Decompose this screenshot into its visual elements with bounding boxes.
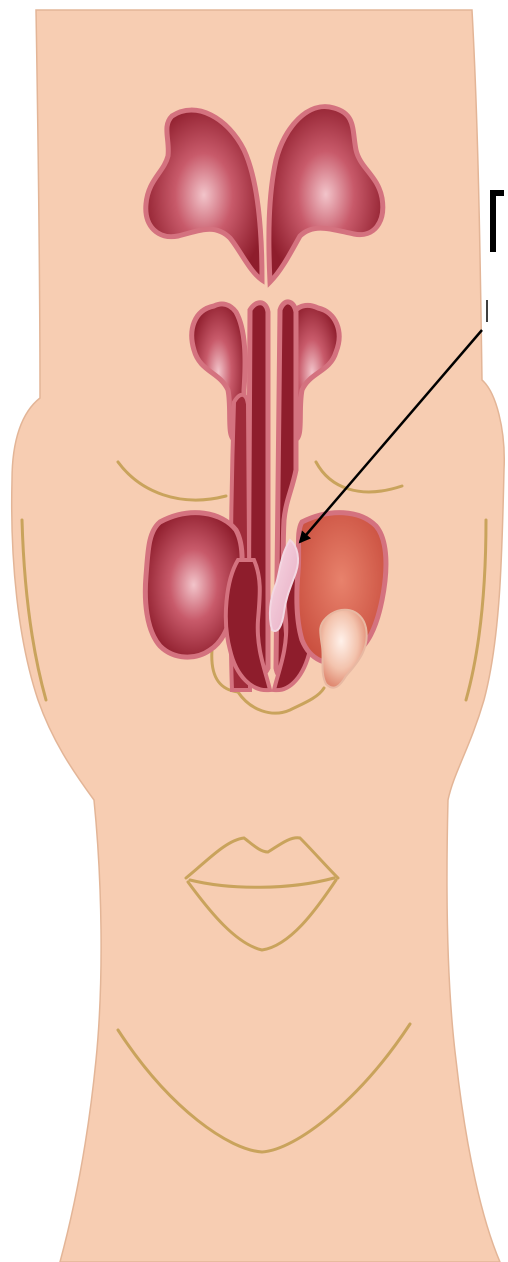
sinus-anatomy-illustration: [0, 0, 508, 1262]
figure-stage: [0, 0, 508, 1262]
